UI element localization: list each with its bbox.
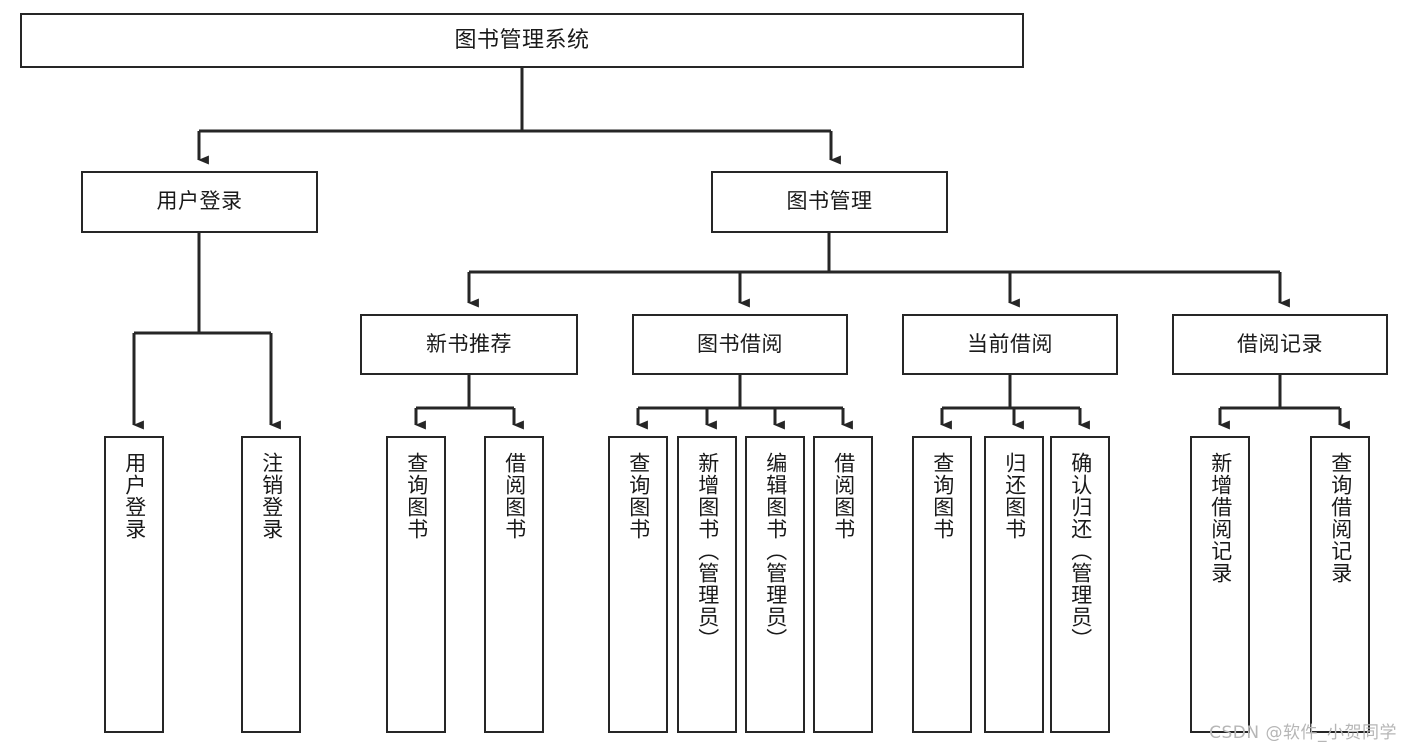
node-book-manage[interactable]: 图书管理: [711, 171, 948, 233]
node-leaf-borrow-book-2[interactable]: 借阅图书: [813, 436, 873, 733]
node-leaf-edit-book[interactable]: 编辑图书（管理员）: [745, 436, 805, 733]
node-leaf-confirm-return[interactable]: 确认归还（管理员）: [1050, 436, 1110, 733]
node-leaf-borrow-book-2-label: 借阅图书: [831, 452, 856, 540]
node-leaf-query-book-2[interactable]: 查询图书: [608, 436, 668, 733]
node-leaf-query-book-3-label: 查询图书: [930, 452, 955, 540]
node-leaf-borrow-book-1[interactable]: 借阅图书: [484, 436, 544, 733]
node-leaf-query-book-2-label: 查询图书: [626, 452, 651, 540]
node-leaf-confirm-return-label: 确认归还（管理员）: [1068, 452, 1093, 650]
node-user-login[interactable]: 用户登录: [81, 171, 318, 233]
node-borrow-record-label: 借阅记录: [1237, 331, 1323, 356]
node-leaf-query-book-1-label: 查询图书: [404, 452, 429, 540]
node-book-borrow-label: 图书借阅: [697, 331, 783, 356]
node-leaf-query-record-label: 查询借阅记录: [1328, 452, 1353, 584]
node-user-login-label: 用户登录: [156, 189, 243, 214]
node-leaf-user-login[interactable]: 用户登录: [104, 436, 164, 733]
node-root-label: 图书管理系统: [454, 27, 590, 53]
node-leaf-logout-label: 注销登录: [259, 452, 284, 540]
node-book-borrow[interactable]: 图书借阅: [632, 314, 848, 375]
node-leaf-add-book-label: 新增图书（管理员）: [695, 452, 720, 650]
node-current-borrow-label: 当前借阅: [967, 331, 1053, 356]
node-new-book-recommend-label: 新书推荐: [426, 331, 512, 356]
watermark-text: CSDN @软件_小贺同学: [1209, 723, 1397, 743]
node-borrow-record[interactable]: 借阅记录: [1172, 314, 1388, 375]
node-root[interactable]: 图书管理系统: [20, 13, 1024, 68]
node-book-manage-label: 图书管理: [786, 189, 873, 214]
node-leaf-edit-book-label: 编辑图书（管理员）: [763, 452, 788, 650]
node-leaf-query-book-3[interactable]: 查询图书: [912, 436, 972, 733]
node-leaf-add-record[interactable]: 新增借阅记录: [1190, 436, 1250, 733]
node-leaf-add-book[interactable]: 新增图书（管理员）: [677, 436, 737, 733]
node-new-book-recommend[interactable]: 新书推荐: [360, 314, 578, 375]
node-leaf-add-record-label: 新增借阅记录: [1208, 452, 1233, 584]
node-leaf-borrow-book-1-label: 借阅图书: [502, 452, 527, 540]
node-leaf-query-record[interactable]: 查询借阅记录: [1310, 436, 1370, 733]
node-leaf-return-book[interactable]: 归还图书: [984, 436, 1044, 733]
node-leaf-return-book-label: 归还图书: [1002, 452, 1027, 540]
node-leaf-logout[interactable]: 注销登录: [241, 436, 301, 733]
node-current-borrow[interactable]: 当前借阅: [902, 314, 1118, 375]
node-leaf-query-book-1[interactable]: 查询图书: [386, 436, 446, 733]
node-leaf-user-login-label: 用户登录: [122, 452, 147, 540]
